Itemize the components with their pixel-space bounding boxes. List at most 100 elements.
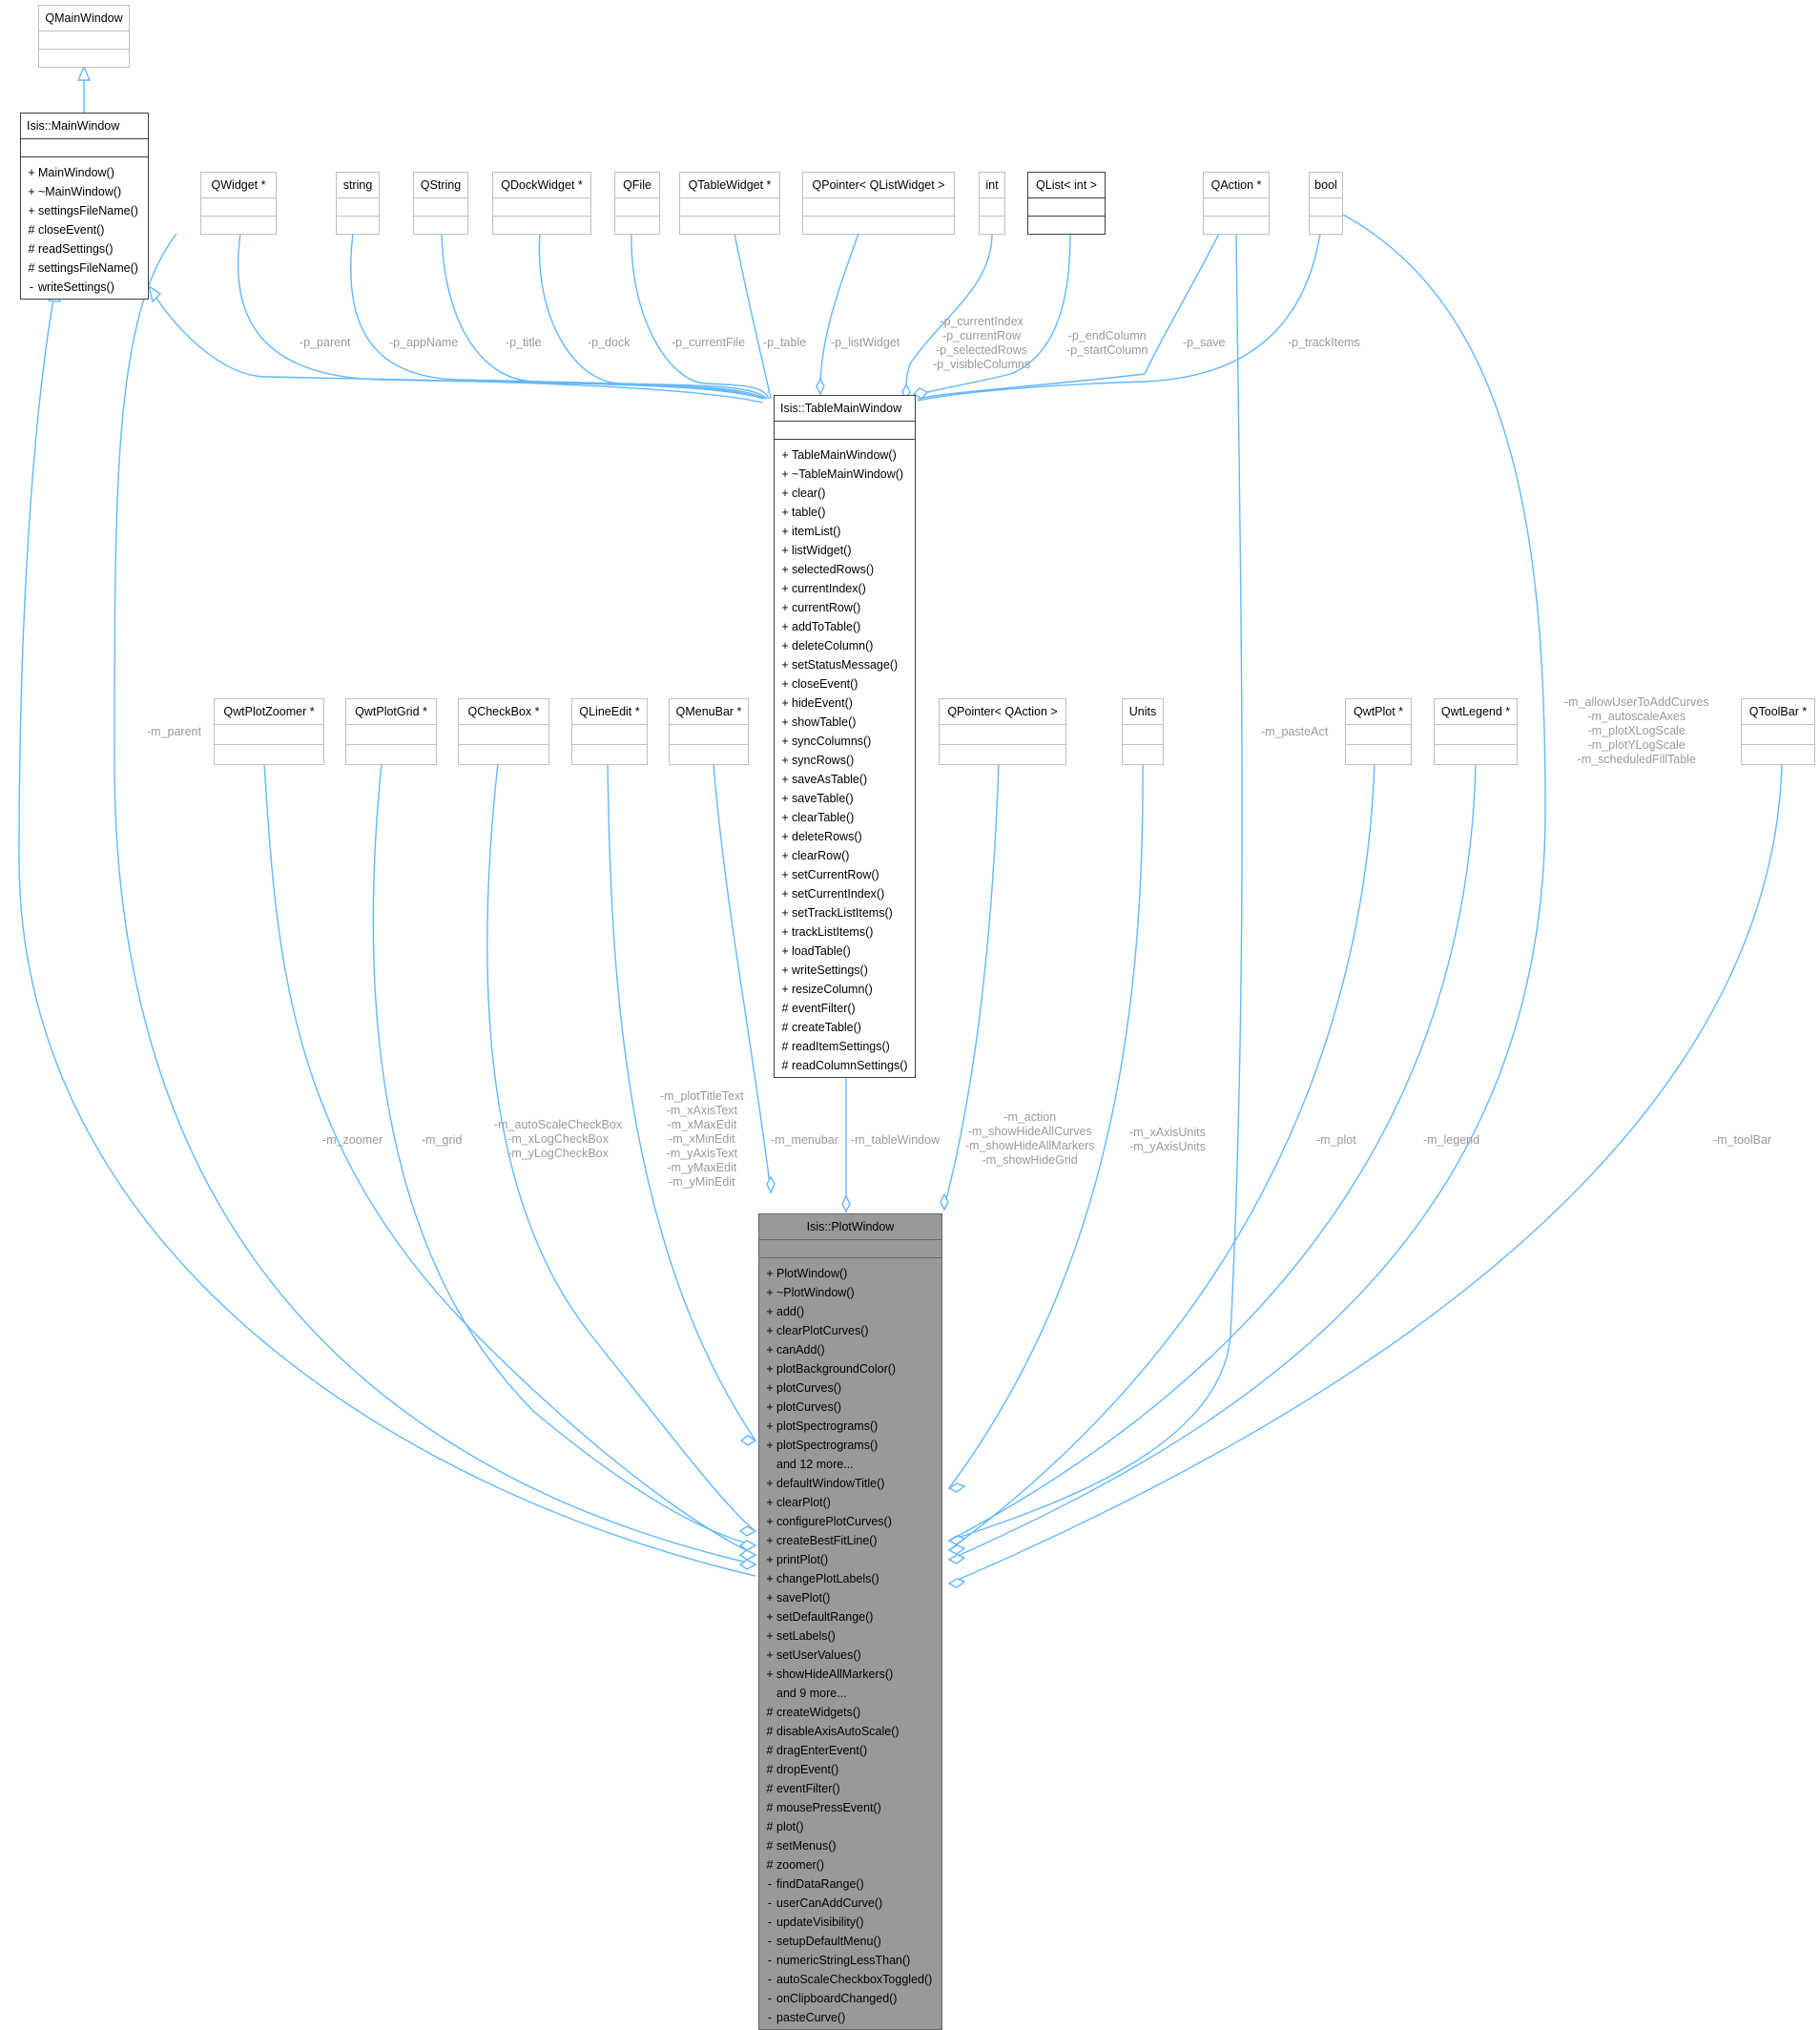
operation-item[interactable]: +savePlot() bbox=[759, 1588, 941, 1607]
operation-item[interactable]: +setLabels() bbox=[759, 1626, 941, 1646]
operation-item[interactable]: +table() bbox=[775, 503, 915, 522]
class-qcheckbox[interactable]: QCheckBox * bbox=[458, 698, 549, 765]
operation-item[interactable]: -userCanAddCurve() bbox=[759, 1894, 941, 1913]
class-qlineedit[interactable]: QLineEdit * bbox=[571, 698, 648, 765]
class-qwtplotzoomer[interactable]: QwtPlotZoomer * bbox=[214, 698, 324, 765]
operation-item[interactable]: +setCurrentRow() bbox=[775, 865, 915, 884]
class-qmenubar[interactable]: QMenuBar * bbox=[669, 698, 749, 765]
class-qdockwidget[interactable]: QDockWidget * bbox=[492, 172, 591, 235]
operation-item[interactable]: +printPlot() bbox=[759, 1550, 941, 1569]
operation-item[interactable]: +plotSpectrograms() bbox=[759, 1417, 941, 1436]
operation-item[interactable]: #createTable() bbox=[775, 1018, 915, 1037]
operation-item[interactable]: +hideEvent() bbox=[775, 694, 915, 713]
class-qaction[interactable]: QAction * bbox=[1203, 172, 1270, 235]
operation-item[interactable]: #readColumnSettings() bbox=[775, 1056, 915, 1075]
operation-item[interactable]: #mousePressEvent() bbox=[759, 1798, 941, 1817]
operation-item[interactable]: +itemList() bbox=[775, 522, 915, 541]
operation-item[interactable]: -writeSettings() bbox=[21, 278, 148, 297]
class-bool[interactable]: bool bbox=[1309, 172, 1343, 235]
operation-item[interactable]: +~PlotWindow() bbox=[759, 1283, 941, 1302]
operation-item[interactable]: +plotBackgroundColor() bbox=[759, 1359, 941, 1378]
operation-item[interactable]: +setStatusMessage() bbox=[775, 655, 915, 674]
class-qstring[interactable]: QString bbox=[413, 172, 468, 235]
operation-item[interactable]: +trackListItems() bbox=[775, 922, 915, 942]
operation-item[interactable]: +writeSettings() bbox=[775, 961, 915, 980]
operation-item[interactable]: #readSettings() bbox=[21, 239, 148, 259]
operation-item[interactable]: -numericStringLessThan() bbox=[759, 1951, 941, 1970]
operation-item[interactable]: -pasteCurve() bbox=[759, 2008, 941, 2027]
operation-item[interactable]: +clearTable() bbox=[775, 808, 915, 827]
operation-item[interactable]: #settingsFileName() bbox=[21, 259, 148, 278]
operation-item[interactable]: -updateVisibility() bbox=[759, 1913, 941, 1932]
class-units[interactable]: Units bbox=[1122, 698, 1164, 765]
operation-item[interactable]: +currentIndex() bbox=[775, 579, 915, 598]
class-qmainwindow[interactable]: QMainWindow bbox=[38, 5, 130, 68]
operation-item[interactable]: +clearRow() bbox=[775, 846, 915, 865]
operation-item[interactable]: #plot() bbox=[759, 1817, 941, 1836]
class-string[interactable]: string bbox=[336, 172, 380, 235]
operation-item[interactable]: #createWidgets() bbox=[759, 1703, 941, 1722]
operation-item[interactable]: +currentRow() bbox=[775, 598, 915, 617]
operation-item[interactable]: +~TableMainWindow() bbox=[775, 465, 915, 484]
operation-item[interactable]: +canAdd() bbox=[759, 1340, 941, 1359]
operation-item[interactable]: +showHideAllMarkers() bbox=[759, 1665, 941, 1684]
operation-item[interactable]: +saveTable() bbox=[775, 789, 915, 808]
operation-item[interactable]: +clearPlot() bbox=[759, 1493, 941, 1512]
operation-item[interactable]: #eventFilter() bbox=[775, 999, 915, 1018]
operation-item[interactable]: +syncRows() bbox=[775, 751, 915, 770]
operation-item[interactable]: +setDefaultRange() bbox=[759, 1607, 941, 1626]
class-qwidget[interactable]: QWidget * bbox=[200, 172, 277, 235]
operation-item[interactable]: +MainWindow() bbox=[21, 163, 148, 182]
operation-item[interactable]: #closeEvent() bbox=[21, 220, 148, 239]
class-qwtplotgrid[interactable]: QwtPlotGrid * bbox=[345, 698, 437, 765]
operation-item[interactable]: +setCurrentIndex() bbox=[775, 884, 915, 903]
operation-item[interactable]: +TableMainWindow() bbox=[775, 445, 915, 465]
operation-item[interactable]: #disableAxisAutoScale() bbox=[759, 1722, 941, 1741]
operation-item[interactable]: -autoScaleCheckboxToggled() bbox=[759, 1970, 941, 1989]
class-qfile[interactable]: QFile bbox=[614, 172, 660, 235]
operation-item[interactable]: +loadTable() bbox=[775, 942, 915, 961]
operation-item[interactable]: -onClipboardChanged() bbox=[759, 1989, 941, 2008]
class-qtablewidget[interactable]: QTableWidget * bbox=[679, 172, 780, 235]
operation-item[interactable]: +setTrackListItems() bbox=[775, 903, 915, 922]
operation-item[interactable]: +syncColumns() bbox=[775, 732, 915, 751]
class-qpointer-qlistwidget[interactable]: QPointer< QListWidget > bbox=[802, 172, 955, 235]
operation-item[interactable]: +saveAsTable() bbox=[775, 770, 915, 789]
operation-item[interactable]: +plotSpectrograms() bbox=[759, 1436, 941, 1455]
class-qpointer-qaction[interactable]: QPointer< QAction > bbox=[939, 698, 1066, 765]
operation-item[interactable]: +createBestFitLine() bbox=[759, 1531, 941, 1550]
operation-item[interactable]: +listWidget() bbox=[775, 541, 915, 560]
operation-item[interactable]: +configurePlotCurves() bbox=[759, 1512, 941, 1531]
operation-item[interactable]: +addToTable() bbox=[775, 617, 915, 636]
operation-item[interactable]: -setupDefaultMenu() bbox=[759, 1932, 941, 1951]
class-qtoolbar[interactable]: QToolBar * bbox=[1741, 698, 1815, 765]
class-table-main-window[interactable]: Isis::TableMainWindow +TableMainWindow()… bbox=[774, 395, 916, 1078]
operation-item[interactable]: +clearPlotCurves() bbox=[759, 1321, 941, 1340]
operation-item[interactable]: +~MainWindow() bbox=[21, 182, 148, 201]
operation-item[interactable]: +closeEvent() bbox=[775, 674, 915, 694]
operation-item[interactable]: +PlotWindow() bbox=[759, 1264, 941, 1283]
operation-item[interactable]: +plotCurves() bbox=[759, 1378, 941, 1398]
operation-item[interactable]: +clear() bbox=[775, 484, 915, 503]
operation-item[interactable]: #readItemSettings() bbox=[775, 1037, 915, 1056]
class-qwtplot[interactable]: QwtPlot * bbox=[1345, 698, 1412, 765]
class-isis-mainwindow[interactable]: Isis::MainWindow +MainWindow()+~MainWind… bbox=[20, 113, 149, 300]
operation-item[interactable]: +settingsFileName() bbox=[21, 201, 148, 220]
operation-item[interactable]: #dropEvent() bbox=[759, 1760, 941, 1779]
operation-item[interactable]: +deleteRows() bbox=[775, 827, 915, 846]
operation-item[interactable]: +setUserValues() bbox=[759, 1646, 941, 1665]
class-qlist-int[interactable]: QList< int > bbox=[1027, 172, 1106, 235]
class-int[interactable]: int bbox=[979, 172, 1005, 235]
operation-item[interactable]: +deleteColumn() bbox=[775, 636, 915, 655]
operation-item[interactable]: +defaultWindowTitle() bbox=[759, 1474, 941, 1493]
operation-item[interactable]: +resizeColumn() bbox=[775, 980, 915, 999]
operation-item[interactable]: +changePlotLabels() bbox=[759, 1569, 941, 1588]
operation-item[interactable]: +selectedRows() bbox=[775, 560, 915, 579]
class-qwtlegend[interactable]: QwtLegend * bbox=[1434, 698, 1518, 765]
operation-item[interactable]: and 9 more... bbox=[759, 1684, 941, 1703]
operation-item[interactable]: +add() bbox=[759, 1302, 941, 1321]
operation-item[interactable]: #zoomer() bbox=[759, 1855, 941, 1875]
operation-item[interactable]: -findDataRange() bbox=[759, 1875, 941, 1894]
operation-item[interactable]: +plotCurves() bbox=[759, 1398, 941, 1417]
operation-item[interactable]: #dragEnterEvent() bbox=[759, 1741, 941, 1760]
